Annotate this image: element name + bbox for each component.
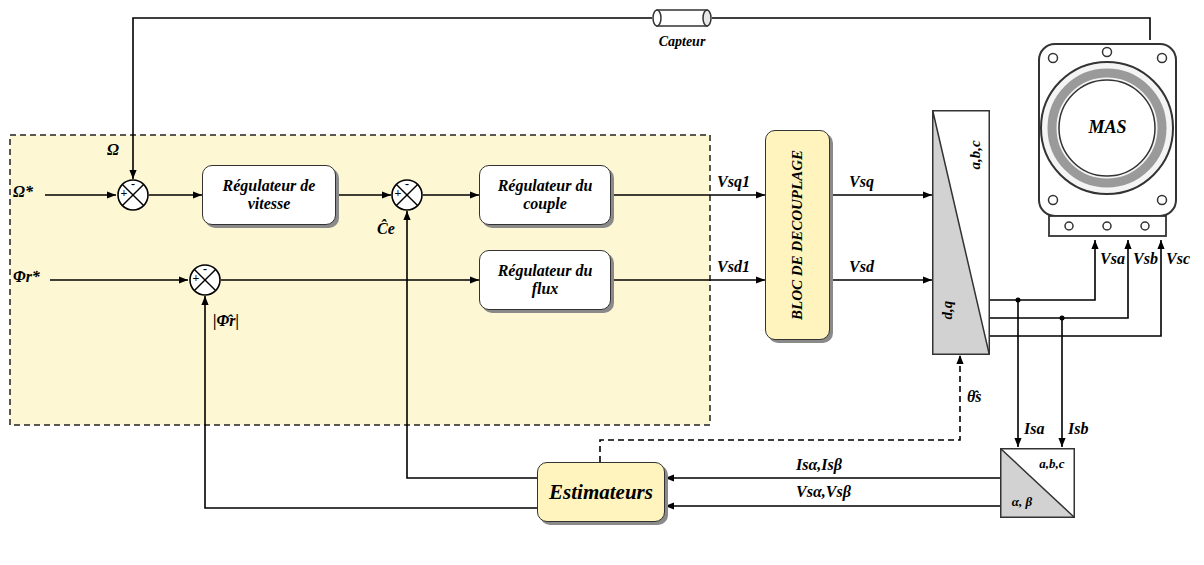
connector	[665, 505, 1000, 507]
transform-diagonal	[1001, 449, 1075, 518]
controller-box: Régulateur du flux	[479, 250, 611, 310]
connector	[712, 18, 1150, 40]
sign-label: -	[128, 178, 138, 192]
signal-label: Vsa	[1099, 250, 1126, 268]
bolt	[1158, 54, 1167, 63]
box-label: Régulateur de vitesse	[209, 177, 329, 214]
node-outline	[652, 8, 712, 28]
sign-label: +	[119, 187, 129, 201]
sign-label: +	[393, 187, 403, 201]
terminal	[1065, 222, 1073, 230]
connector	[990, 240, 1128, 318]
sensor-node: Capteur	[652, 8, 712, 50]
connector	[830, 279, 932, 281]
signal-label: Vsq	[848, 173, 875, 191]
frame-label: a,b,c	[967, 140, 984, 169]
controller-box: Régulateur du couple	[479, 165, 611, 225]
signal-label: Ĉe	[376, 220, 396, 238]
connector	[990, 240, 1095, 300]
signal-label: Vsb	[1132, 250, 1159, 268]
motor-frame	[1041, 62, 1173, 194]
summing-junction: +-	[391, 179, 423, 211]
speed-reference-line	[45, 194, 116, 196]
sign-label: -	[402, 178, 412, 192]
box-label: Régulateur du flux	[486, 262, 604, 299]
signal-label: Ω*	[12, 183, 34, 201]
signal-label: Vsd1	[716, 258, 751, 276]
connector	[990, 240, 1161, 336]
signal-label: Vsd	[848, 258, 875, 276]
signal-label: Vsc	[1165, 250, 1191, 268]
sensor-body	[657, 10, 707, 26]
frame-label: α, β	[1012, 495, 1032, 510]
connector	[133, 18, 652, 179]
motor-housing	[1039, 44, 1176, 216]
sensor-label: Capteur	[659, 34, 706, 50]
controller-box: Régulateur de vitesse	[202, 165, 336, 225]
frame-label: a,b,c	[1039, 457, 1064, 472]
connector	[830, 194, 932, 196]
connector	[423, 194, 479, 196]
signal-label: Isb	[1067, 420, 1089, 438]
sign-label: +	[191, 272, 201, 286]
transform-frame	[933, 111, 990, 355]
connector	[149, 194, 202, 196]
connector	[611, 279, 765, 281]
sign-label: -	[200, 263, 210, 277]
bolt	[1158, 196, 1167, 205]
signal-label: θ̂s	[966, 388, 983, 406]
signal-label: Isa	[1023, 420, 1045, 438]
sensor-end	[653, 10, 661, 26]
transform-frame	[1001, 449, 1075, 518]
box-label: Estimateurs	[549, 480, 653, 504]
signal-label: Vsq1	[716, 173, 751, 191]
connector	[665, 477, 1000, 479]
control-region	[10, 135, 710, 425]
transform-diagonal	[933, 111, 990, 355]
connector	[611, 194, 765, 196]
motor-base	[1049, 216, 1166, 236]
current-tap-a	[1017, 300, 1019, 447]
bolt	[1103, 48, 1112, 57]
flux-reference-line	[50, 279, 188, 281]
bolt	[1049, 54, 1058, 63]
frame-label: d,q	[939, 301, 956, 320]
block-label: BLOC DE DECOUPLAGE	[789, 138, 806, 332]
connector	[205, 296, 537, 508]
current-tap-b	[1061, 318, 1063, 447]
signal-label: |Φ̂r|	[212, 312, 240, 330]
dashed-connector	[600, 355, 960, 462]
sensor-end	[703, 10, 711, 26]
transform-block: a,b,c d,q	[932, 110, 990, 355]
connector	[221, 279, 479, 281]
terminal	[1141, 222, 1149, 230]
bolt	[1049, 196, 1058, 205]
rotor-disc	[1059, 80, 1155, 176]
signal-label: Ω	[106, 141, 120, 159]
controller-box: Estimateurs	[537, 462, 665, 522]
transform-block: a,b,c α, β	[1000, 448, 1075, 518]
node-outline	[1035, 40, 1180, 240]
signal-label: Vsα,Vsβ	[795, 483, 852, 501]
motor-node: MAS	[1035, 40, 1180, 240]
signal-label: Φr*	[12, 268, 41, 286]
summing-junction: +-	[189, 264, 221, 296]
motor-label: MAS	[1088, 117, 1126, 138]
summing-junction: +-	[117, 179, 149, 211]
connector	[336, 194, 391, 196]
stator-ring	[1052, 73, 1162, 183]
decoupling-block: BLOC DE DECOUPLAGE	[765, 130, 830, 340]
box-label: Régulateur du couple	[486, 177, 604, 214]
terminal	[1103, 222, 1111, 230]
signal-label: Isα,Isβ	[795, 456, 843, 474]
